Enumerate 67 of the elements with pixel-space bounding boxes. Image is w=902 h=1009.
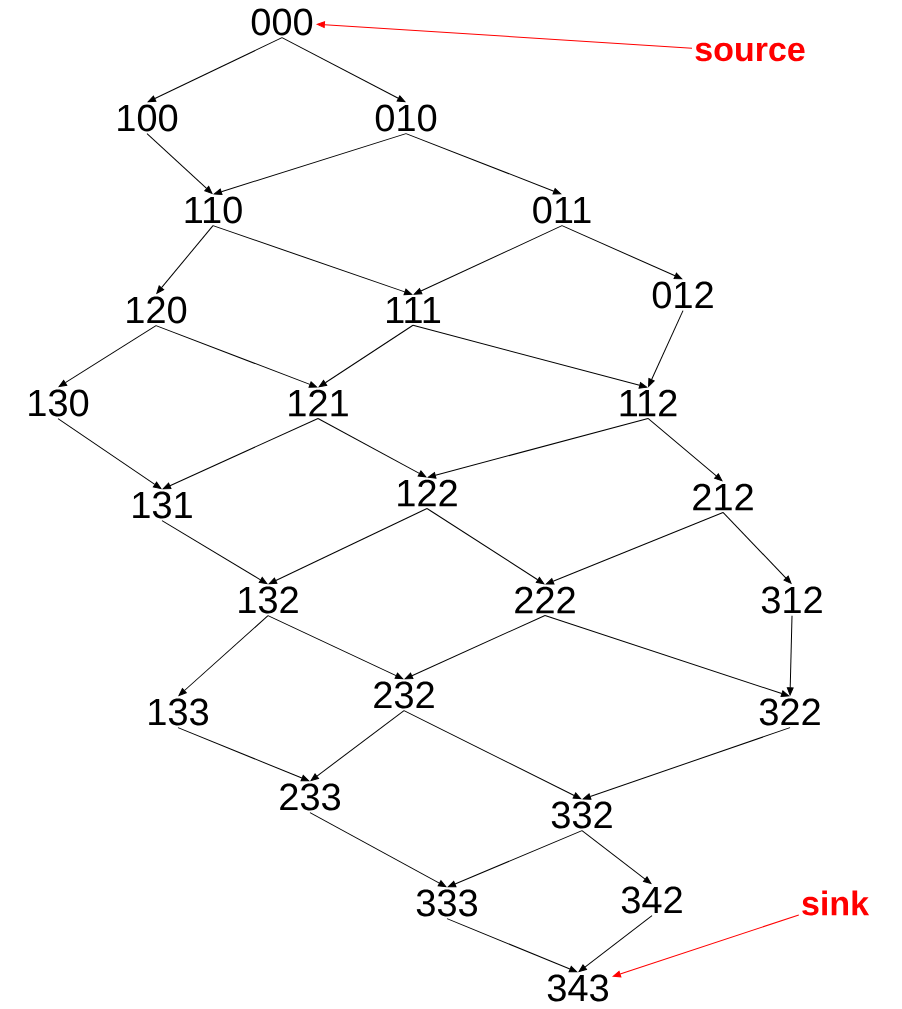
callout-label: sink [802,890,870,916]
state-label: 120 [127,296,187,324]
arrow [161,520,268,585]
arrow [213,133,407,196]
arrow [582,727,791,800]
state-label: 122 [398,479,457,507]
arrow [57,418,162,490]
arrow [446,918,578,973]
callout-label: source [695,42,805,62]
state-label: 333 [416,889,477,917]
arrow [427,417,649,479]
arrow [155,325,318,388]
arrow [412,324,648,389]
state-label: 121 [289,389,348,417]
arrow [722,511,792,584]
state-label: 012 [652,281,713,309]
arrow [545,511,724,585]
state-label: 342 [621,886,682,914]
state-label: 011 [533,196,591,224]
state-label: 010 [375,104,437,132]
arrow [786,615,794,696]
arrow [544,614,790,697]
arrow [647,417,723,482]
state-label: 332 [551,801,612,829]
arrow [178,615,269,696]
state-label: 100 [118,104,178,132]
state-label: 233 [280,783,340,811]
arrow [309,812,447,888]
arrow [316,21,693,49]
arrow [156,225,214,294]
arrow [267,615,404,680]
arrow [310,710,405,781]
arrow [212,225,413,296]
state-label: 222 [515,586,575,614]
arrow [147,37,283,103]
arrow [578,915,653,972]
arrow [317,417,427,478]
arrow [581,830,652,884]
state-label: 132 [239,586,298,614]
state-label: 312 [761,586,822,614]
arrow [146,133,213,194]
arrow [404,614,546,680]
state-label: 131 [133,491,192,519]
arrow [281,37,406,103]
state-label: 111 [387,296,441,324]
arrow [58,325,157,388]
state-label: 130 [29,389,89,417]
arrow [426,507,545,585]
arrow [405,133,562,195]
state-label: 232 [374,681,434,709]
arrow [318,324,414,388]
state-label: 133 [149,698,208,726]
arrow [413,225,563,295]
state-label: 110 [185,196,242,224]
arrow [648,310,684,387]
arrow [177,727,310,782]
arrow [268,507,428,585]
state-label: 322 [759,698,820,726]
arrow [162,417,319,490]
state-label: 112 [620,389,677,417]
state-label: 000 [251,8,313,36]
arrow [447,830,583,888]
arrow [561,225,683,280]
arrow [612,914,800,978]
state-label: 212 [693,483,753,511]
state-label: 343 [547,974,609,1002]
arrow [403,710,582,800]
